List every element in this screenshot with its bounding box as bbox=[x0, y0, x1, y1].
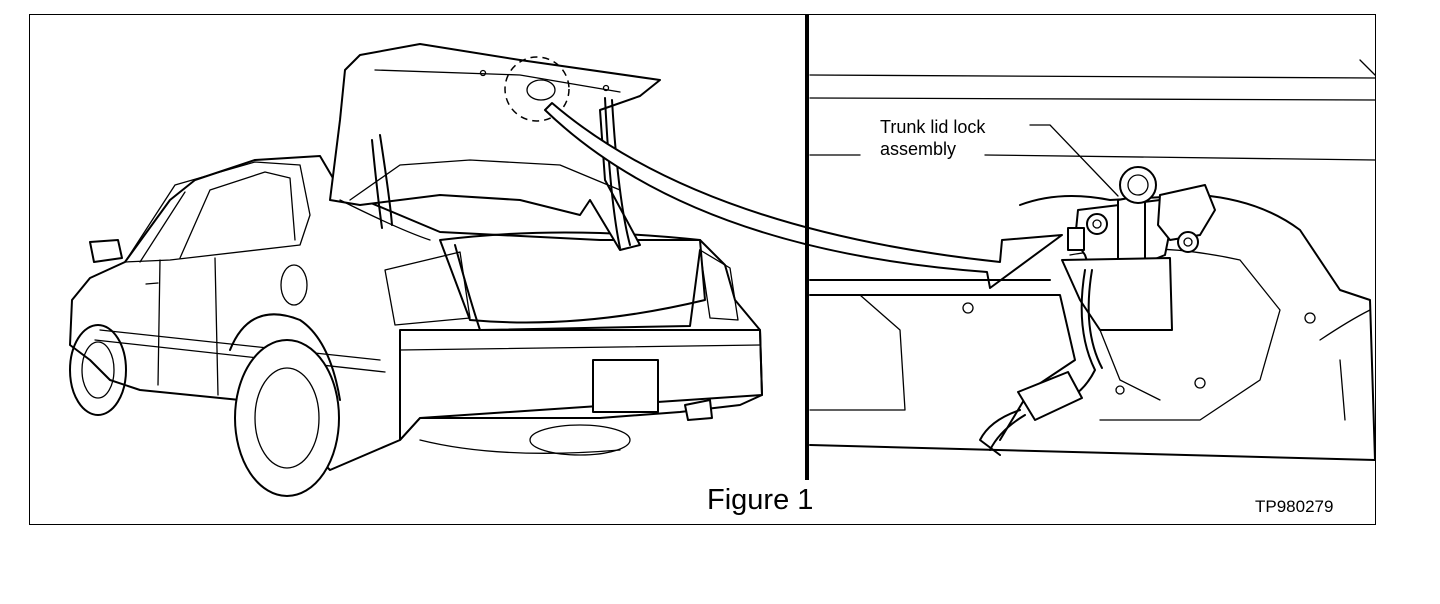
trunk-lid-lock-assembly-label: Trunk lid lock assembly bbox=[880, 116, 985, 160]
callout-line-1: Trunk lid lock bbox=[880, 117, 986, 137]
open-trunk-lid bbox=[329, 43, 661, 251]
reference-code: TP980279 bbox=[1255, 497, 1334, 516]
figure-caption: Figure 1 bbox=[707, 484, 814, 516]
detail-circle bbox=[504, 56, 570, 122]
trunk-lid-detail bbox=[809, 59, 1376, 461]
car-illustration bbox=[69, 155, 763, 497]
detail-arrow bbox=[544, 102, 1063, 289]
callout-line-2: assembly bbox=[880, 139, 957, 159]
